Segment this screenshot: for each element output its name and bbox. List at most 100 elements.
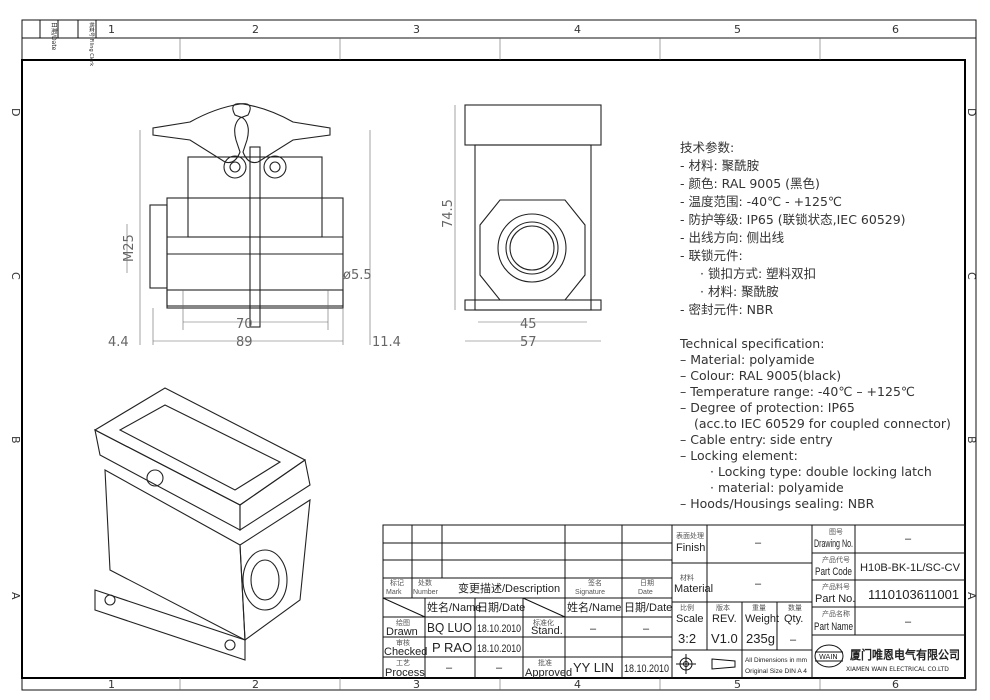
spec-en-line: – Locking element: [680,448,798,463]
title-block-revisions: 标记 Mark 处数 Number 变更描述/Description 签名 Si… [382,524,673,679]
rev-value: V1.0 [711,631,738,646]
checked-date: 18.10.2010 [477,643,521,655]
stand-label: Stand. [531,625,563,637]
material-value: – [755,578,762,590]
column-ruler: 1 2 3 4 5 6 1 2 3 4 5 6 [108,23,899,691]
qty-label: Qty. [784,613,803,625]
name-col-header-2: 姓名/Name [567,600,621,614]
approved-label: Approved [525,667,572,679]
row-b-right: B [965,436,978,444]
dim-thread: M25 [122,234,137,262]
part-name-label: Part Name [814,621,853,633]
scale-cn: 比例 [680,603,694,612]
approved-cn: 批准 [538,658,552,667]
drawn-label: Drawn [386,626,418,638]
number-label: Number [413,589,439,596]
col-5-bottom: 5 [734,678,741,691]
original-size-note: Original Size DIN A 4 [745,669,808,675]
process-date: – [496,662,503,674]
col-4: 4 [574,23,581,36]
scale-label: Scale [676,613,704,625]
col-2: 2 [252,23,259,36]
dim-hole: ø5.5 [343,268,372,283]
spec-cn-line: - 颜色: RAL 9005 (黑色) [680,176,820,191]
specs-en-title: Technical specification: [679,336,824,351]
finish-label: Finish [676,542,705,554]
filing-date-label: 日期/Date [50,22,58,51]
spec-cn-line: · 锁扣方式: 塑料双扣 [700,266,816,281]
wain-logo: WAIN [814,644,844,668]
col-6-bottom: 6 [892,678,899,691]
specs-chinese: 技术参数: - 材料: 聚酰胺 - 颜色: RAL 9005 (黑色) - 温度… [680,140,906,317]
col-1-bottom: 1 [108,678,115,691]
dim-45: 45 [520,317,537,332]
signature-cn: 签名 [588,578,602,587]
units-note: All Dimensions in mm [745,658,807,664]
part-no-label: Part No. [815,593,855,605]
drawing-no-label: Drawing No. [814,538,853,550]
spec-cn-line: - 防护等级: IP65 (联锁状态,IEC 60529) [680,212,906,227]
date-col-header-2: 日期/Date [624,601,672,614]
projection-symbol-icon [676,654,736,674]
row-a-right: A [965,592,978,600]
specs-english: Technical specification: – Material: pol… [679,336,951,511]
date-col-header: 日期/Date [477,601,525,614]
spec-en-line: – Temperature range: -40℃ – +125℃ [680,384,915,399]
spec-en-line: – Degree of protection: IP65 [680,400,855,415]
drawn-name: BQ LUO [427,620,472,635]
stand-name: – [590,623,597,635]
mark-cn: 标记 [390,578,404,587]
drawn-date: 18.10.2010 [477,623,521,635]
signature-label: Signature [575,589,605,596]
weight-label: Weight [745,613,779,625]
part-no-cn: 产品料号 [822,582,850,591]
filing-clerk-label: 档案号 Filing Clerk [88,22,95,66]
approved-date: 18.10.2010 [624,663,669,675]
description-label: 变更描述/Description [458,581,560,595]
row-d-right: D [965,108,978,116]
scale-value: 3:2 [678,631,696,646]
part-code-value: H10B-BK-1L/SC-CV [860,562,961,574]
date-label: Date [638,589,653,596]
row-b: B [9,436,22,444]
stand-cn: 标准化 [533,618,554,627]
col-4-bottom: 4 [574,678,581,691]
spec-cn-line: - 出线方向: 侧出线 [680,230,785,245]
spec-en-line: · material: polyamide [710,480,844,495]
name-col-header: 姓名/Name [427,600,481,614]
number-cn: 处数 [418,578,432,587]
drawing-no-cn: 图号 [829,528,843,536]
part-name-cn: 产品名称 [822,609,850,618]
date-cn: 日期 [640,579,654,587]
part-name-value: – [905,616,912,628]
spec-en-line: (acc.to IEC 60529 for coupled connector) [694,416,951,431]
process-label: Process [385,667,425,679]
dim-11-4: 11.4 [372,335,401,350]
spec-cn-line: · 材料: 聚酰胺 [700,284,779,299]
side-view: 74.5 45 57 [441,104,602,350]
weight-cn: 重量 [752,604,766,612]
spec-en-line: · Locking type: double locking latch [710,464,932,479]
process-name: – [446,662,453,674]
part-code-label: Part Code [815,566,852,578]
part-code-cn: 产品代号 [822,555,850,564]
specs-cn-title: 技术参数: [680,140,734,155]
col-6: 6 [892,23,899,36]
col-5: 5 [734,23,741,36]
weight-value: 235g [746,631,775,646]
row-c-right: C [965,272,978,280]
logo-text: WAIN [819,653,838,661]
spec-cn-line: - 材料: 聚酰胺 [680,158,759,173]
row-a: A [9,592,22,600]
rev-cn: 版本 [716,603,730,612]
approved-name: YY LIN [573,660,614,675]
front-view: 70 89 4.4 11.4 ø5.5 M25 [108,103,401,350]
finish-cn: 表面处理 [676,531,704,540]
material-cn: 材料 [680,573,694,582]
company-name-cn: 厦门唯恩电气有限公司 [850,647,960,662]
spec-en-line: – Material: polyamide [680,352,815,367]
dim-74-5: 74.5 [441,199,456,228]
spec-en-line: – Cable entry: side entry [680,432,833,447]
spec-cn-line: - 联锁元件: [680,248,743,263]
